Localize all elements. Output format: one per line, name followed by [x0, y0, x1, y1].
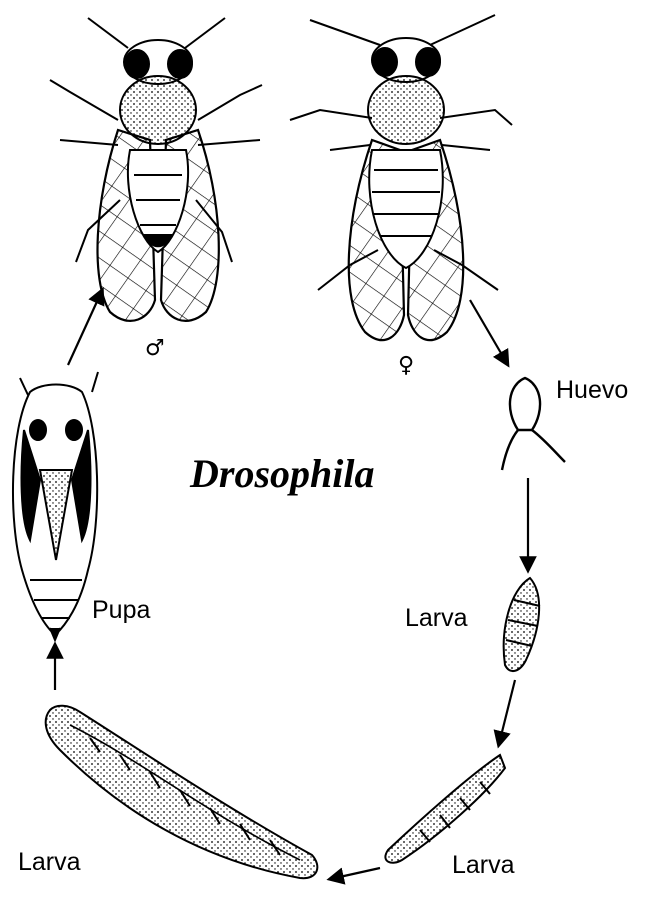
larva-small	[504, 578, 540, 671]
larva-label-large: Larva	[18, 848, 81, 876]
pupa	[13, 372, 98, 640]
female-fly	[290, 15, 512, 340]
arrow-larva-to-larva	[500, 680, 515, 740]
male-fly	[50, 18, 262, 321]
diagram-title: Drosophila	[189, 451, 375, 496]
male-symbol: ♂	[145, 336, 165, 361]
egg-label: Huevo	[556, 376, 628, 404]
larva-label-medium: Larva	[452, 851, 515, 879]
arrow-larva-to-large-larva	[335, 868, 380, 878]
arrow-female-to-egg	[470, 300, 505, 360]
larva-large	[46, 706, 318, 878]
larva-label-small: Larva	[405, 604, 468, 632]
female-symbol: ♀	[398, 353, 414, 378]
arrow-pupa-to-male	[68, 295, 100, 365]
pupa-label: Pupa	[92, 596, 150, 624]
larva-medium	[385, 755, 505, 863]
